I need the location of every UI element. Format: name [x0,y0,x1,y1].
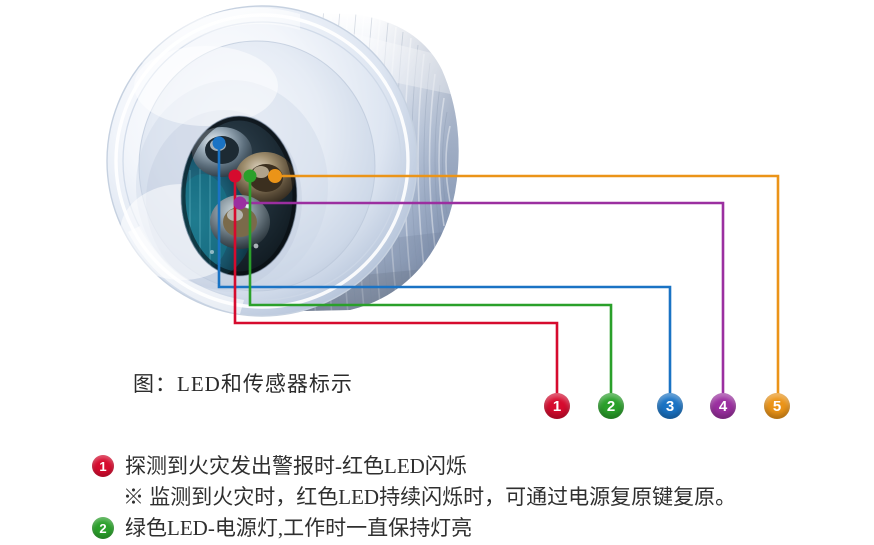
legend-list: 1 探测到火灾发出警报时-红色LED闪烁 ※ 监测到火灾时，红色LED持续闪烁时… [92,452,792,545]
callout-marker-2[interactable]: 2 [598,393,624,419]
callout-marker-3[interactable]: 3 [657,393,683,419]
callout-marker-4[interactable]: 4 [710,393,736,419]
legend-item-2: 2 绿色LED-电源灯,工作时一直保持灯亮 [92,514,792,545]
callout-marker-1-label: 1 [552,397,562,415]
callout-source-dots [212,136,282,210]
callout-marker-3-label: 3 [665,397,675,415]
callout-marker-4-label: 4 [718,397,728,415]
legend-item-2-text: 绿色LED-电源灯,工作时一直保持灯亮 [125,516,473,540]
leader-line-5 [273,174,780,398]
source-dot-2 [243,169,257,183]
leader-line-3 [217,141,672,398]
callout-marker-5[interactable]: 5 [764,393,790,419]
callout-marker-1[interactable]: 1 [544,393,570,419]
leader-line-4 [238,201,725,398]
legend-note-text: ※ 监测到火灾时，红色LED持续闪烁时，可通过电源复原键复原。 [123,485,737,509]
legend-item-1-text: 探测到火灾发出警报时-红色LED闪烁 [125,454,467,478]
source-dot-4 [233,196,247,210]
legend-bullet-1: 1 [92,455,114,477]
figure-caption: 图：LED和传感器标示 [133,372,353,396]
callout-marker-2-label: 2 [606,397,616,415]
legend-note: ※ 监测到火灾时，红色LED持续闪烁时，可通过电源复原键复原。 [92,483,792,514]
legend-bullet-1-label: 1 [99,458,107,474]
legend-bullet-2-label: 2 [99,520,107,536]
legend-item-1: 1 探测到火灾发出警报时-红色LED闪烁 [92,452,792,483]
callout-marker-5-label: 5 [772,397,782,415]
source-dot-1 [228,169,242,183]
source-dot-5 [268,169,282,183]
leader-line-2 [248,174,613,398]
source-dot-3 [212,136,226,150]
leader-line-1 [233,174,559,398]
legend-bullet-2: 2 [92,517,114,539]
